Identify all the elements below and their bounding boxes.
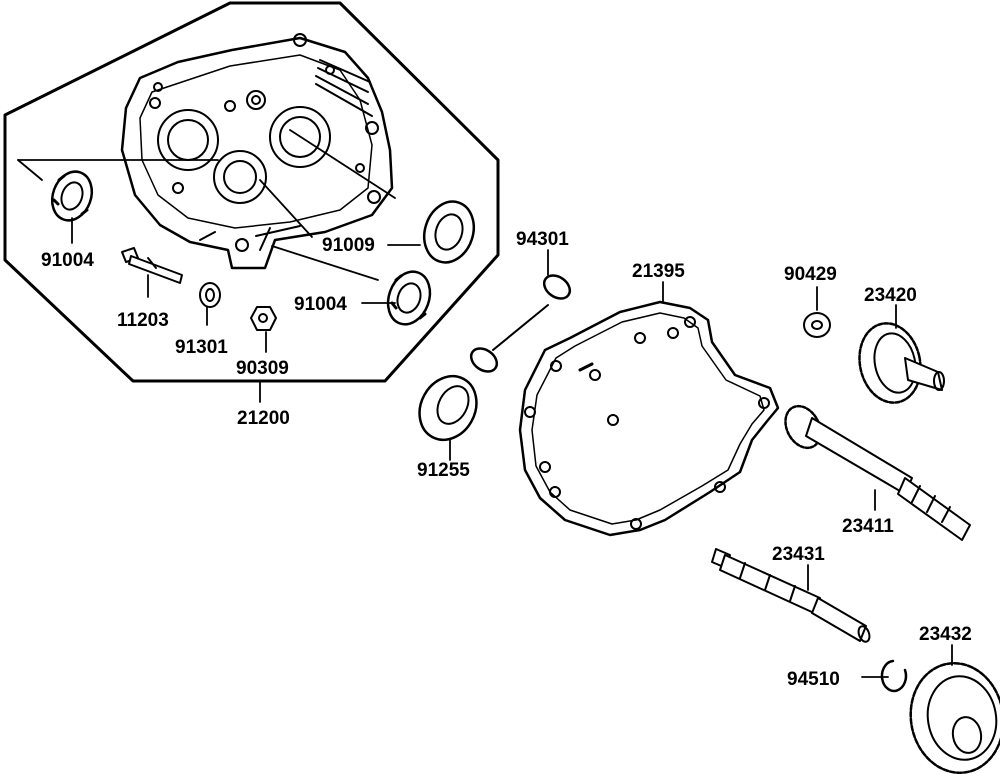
part-label-23411: 23411 — [842, 516, 894, 537]
nut-90309 — [250, 306, 277, 331]
shaft-23411 — [784, 404, 971, 541]
part-label-91255: 91255 — [417, 460, 470, 481]
part-label-94510: 94510 — [787, 669, 840, 690]
gasket-21395 — [518, 300, 780, 537]
part-label-90429: 90429 — [784, 264, 837, 285]
part-label-23431: 23431 — [772, 544, 825, 565]
part-label-23420: 23420 — [864, 285, 917, 306]
part-label-21200: 21200 — [237, 408, 290, 429]
part-label-91004-right: 91004 — [294, 294, 347, 315]
washer-90429 — [803, 312, 831, 338]
part-label-11203: 11203 — [117, 310, 169, 331]
part-label-91301: 91301 — [175, 337, 228, 358]
bearing-91009 — [422, 200, 476, 264]
part-labels: 21200 91004 91009 91004 11203 91301 9030… — [41, 229, 972, 690]
shaft-23431 — [711, 548, 871, 643]
part-label-94301: 94301 — [516, 229, 569, 250]
part-label-21395: 21395 — [632, 261, 685, 282]
bearing-91004-right — [386, 270, 432, 326]
gear-23420 — [858, 322, 945, 404]
part-label-91009: 91009 — [322, 235, 375, 256]
bearing-91255 — [418, 374, 478, 442]
part-label-23432: 23432 — [919, 624, 972, 645]
part-label-90309: 90309 — [236, 358, 289, 379]
bearing-91004-left — [50, 170, 94, 222]
assembly-boundary — [3, 1, 500, 383]
bushing-94301 — [469, 274, 572, 373]
gear-23432 — [909, 661, 1000, 774]
leader-lines — [17, 129, 953, 678]
crankcase-housing — [120, 33, 394, 270]
washer-91301 — [199, 282, 221, 308]
dowel-11203 — [121, 247, 183, 284]
part-label-91004-left: 91004 — [41, 250, 94, 271]
circlip-94510 — [880, 659, 908, 693]
